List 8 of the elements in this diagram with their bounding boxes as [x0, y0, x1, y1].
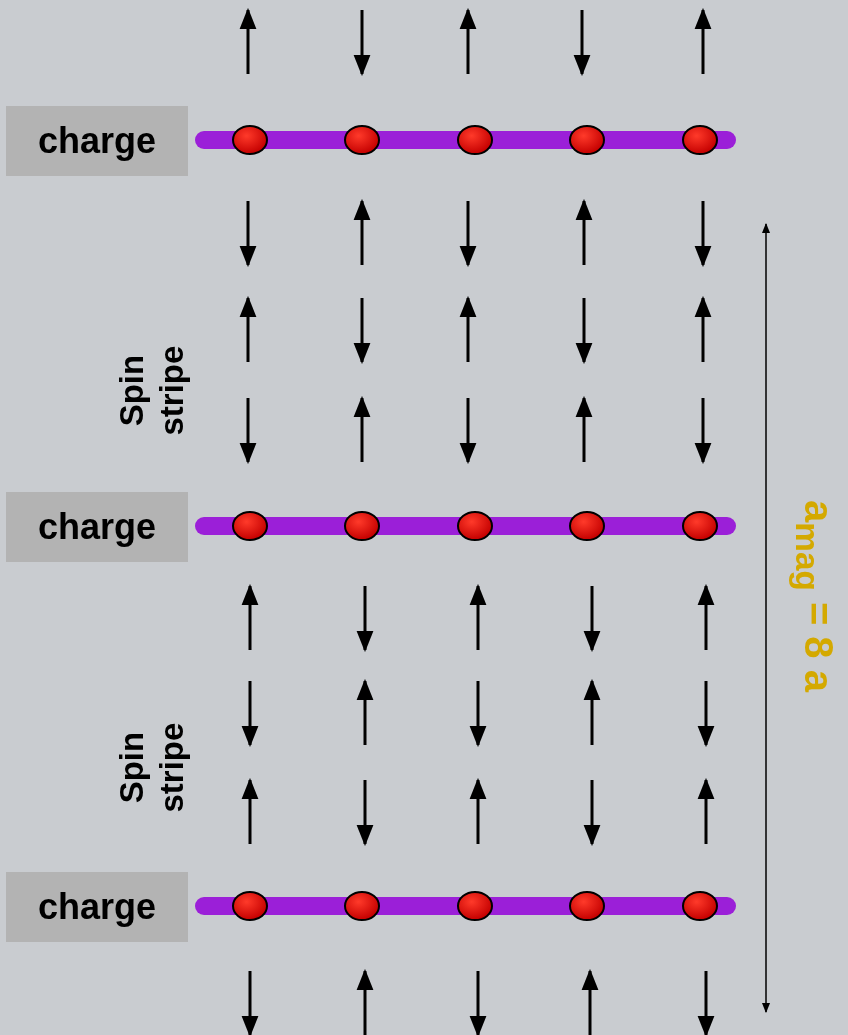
spin-stripe-label: Spin stripe [112, 344, 191, 438]
charge-box [6, 872, 188, 942]
charge-box [6, 106, 188, 176]
charge-label: charge [37, 506, 157, 548]
charge-label: charge [37, 886, 157, 928]
charge-label: charge [37, 120, 157, 162]
charge-box [6, 492, 188, 562]
spin-stripe-label: Spin stripe [112, 721, 191, 815]
